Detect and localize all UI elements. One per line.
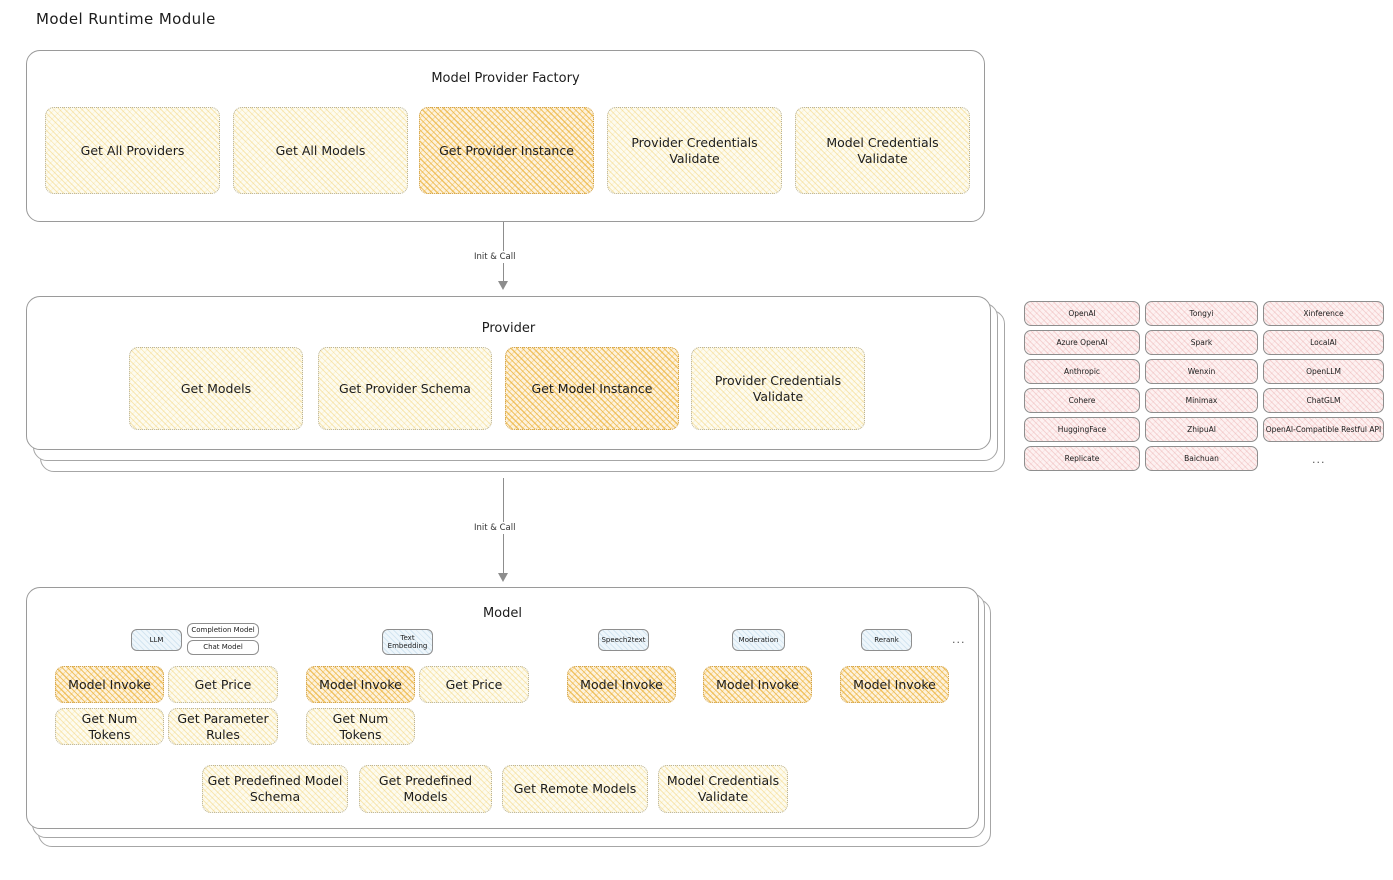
factory-box-get-all-models[interactable]: Get All Models [233,107,408,194]
model-type-badge-moderation[interactable]: Moderation [732,629,785,651]
model-text-embedding-function-get-price[interactable]: Get Price [419,666,529,703]
provider-box-get-model-instance[interactable]: Get Model Instance [505,347,679,430]
provider-pill-tongyi[interactable]: Tongyi [1145,301,1258,326]
provider-title: Provider [481,321,536,336]
factory-box-model-credentials-validate[interactable]: Model Credentials Validate [795,107,970,194]
model-common-function-model-credentials-validate[interactable]: Model Credentials Validate [658,765,788,813]
provider-pill-baichuan[interactable]: Baichuan [1145,446,1258,471]
page-title: Model Runtime Module [36,10,216,28]
model-type-badge-speech2text[interactable]: Speech2text [598,629,649,651]
model-type-badge-rerank[interactable]: Rerank [861,629,912,651]
arrow-provider-to-model-label: Init & Call [470,522,520,534]
provider-pill-openai-compatible-restful-api[interactable]: OpenAI-Compatible Restful API [1263,417,1384,442]
provider-box-get-models[interactable]: Get Models [129,347,303,430]
provider-pill-xinference[interactable]: Xinference [1263,301,1384,326]
provider-pill-wenxin[interactable]: Wenxin [1145,359,1258,384]
model-moderation-function-model-invoke[interactable]: Model Invoke [703,666,812,703]
provider-pill-spark[interactable]: Spark [1145,330,1258,355]
provider-pill-azure-openai[interactable]: Azure OpenAI [1024,330,1140,355]
provider-pill-zhipuai[interactable]: ZhipuAI [1145,417,1258,442]
provider-pill-openai[interactable]: OpenAI [1024,301,1140,326]
factory-box-get-all-providers[interactable]: Get All Providers [45,107,220,194]
provider-container: Provider Get Models Get Provider Schema … [26,296,991,450]
model-common-function-get-remote-models[interactable]: Get Remote Models [502,765,648,813]
arrow-factory-to-provider-head [498,281,508,290]
provider-pill-cohere[interactable]: Cohere [1024,388,1140,413]
model-common-function-get-predefined-models[interactable]: Get Predefined Models [359,765,492,813]
arrow-provider-to-model-head [498,573,508,582]
provider-pill-huggingface[interactable]: HuggingFace [1024,417,1140,442]
model-rerank-function-model-invoke[interactable]: Model Invoke [840,666,949,703]
model-text-embedding-function-model-invoke[interactable]: Model Invoke [306,666,415,703]
provider-pill-replicate[interactable]: Replicate [1024,446,1140,471]
provider-pill-localai[interactable]: LocalAI [1263,330,1384,355]
model-llm-function-model-invoke[interactable]: Model Invoke [55,666,164,703]
provider-pill-openllm[interactable]: OpenLLM [1263,359,1384,384]
provider-pill-chatglm[interactable]: ChatGLM [1263,388,1384,413]
model-provider-factory-title: Model Provider Factory [431,71,580,86]
model-text-embedding-function-get-num-tokens[interactable]: Get Num Tokens [306,708,415,745]
model-title: Model [482,606,523,621]
model-subtype-badge-chat-model[interactable]: Chat Model [187,640,259,655]
provider-box-provider-credentials-validate[interactable]: Provider Credentials Validate [691,347,865,430]
model-subtype-badge-completion-model[interactable]: Completion Model [187,623,259,638]
model-container: Model LLM Completion Model Chat Model Mo… [26,587,979,829]
model-provider-factory-container: Model Provider Factory Get All Providers… [26,50,985,222]
provider-pill-minimax[interactable]: Minimax [1145,388,1258,413]
model-llm-function-get-price[interactable]: Get Price [168,666,278,703]
factory-box-get-provider-instance[interactable]: Get Provider Instance [419,107,594,194]
provider-list-more-ellipsis: ... [1312,453,1326,466]
model-type-badge-llm[interactable]: LLM [131,629,182,651]
provider-box-get-provider-schema[interactable]: Get Provider Schema [318,347,492,430]
model-llm-function-get-num-tokens[interactable]: Get Num Tokens [55,708,164,745]
model-common-function-get-predefined-model-schema[interactable]: Get Predefined Model Schema [202,765,348,813]
provider-list: OpenAI Azure OpenAI Anthropic Cohere Hug… [1024,301,1384,476]
model-llm-function-get-parameter-rules[interactable]: Get Parameter Rules [168,708,278,745]
provider-pill-anthropic[interactable]: Anthropic [1024,359,1140,384]
model-type-badge-text-embedding[interactable]: Text Embedding [382,629,433,655]
arrow-factory-to-provider-label: Init & Call [470,251,520,263]
factory-box-provider-credentials-validate[interactable]: Provider Credentials Validate [607,107,782,194]
model-types-more-ellipsis: ... [952,633,966,646]
model-speech2text-function-model-invoke[interactable]: Model Invoke [567,666,676,703]
